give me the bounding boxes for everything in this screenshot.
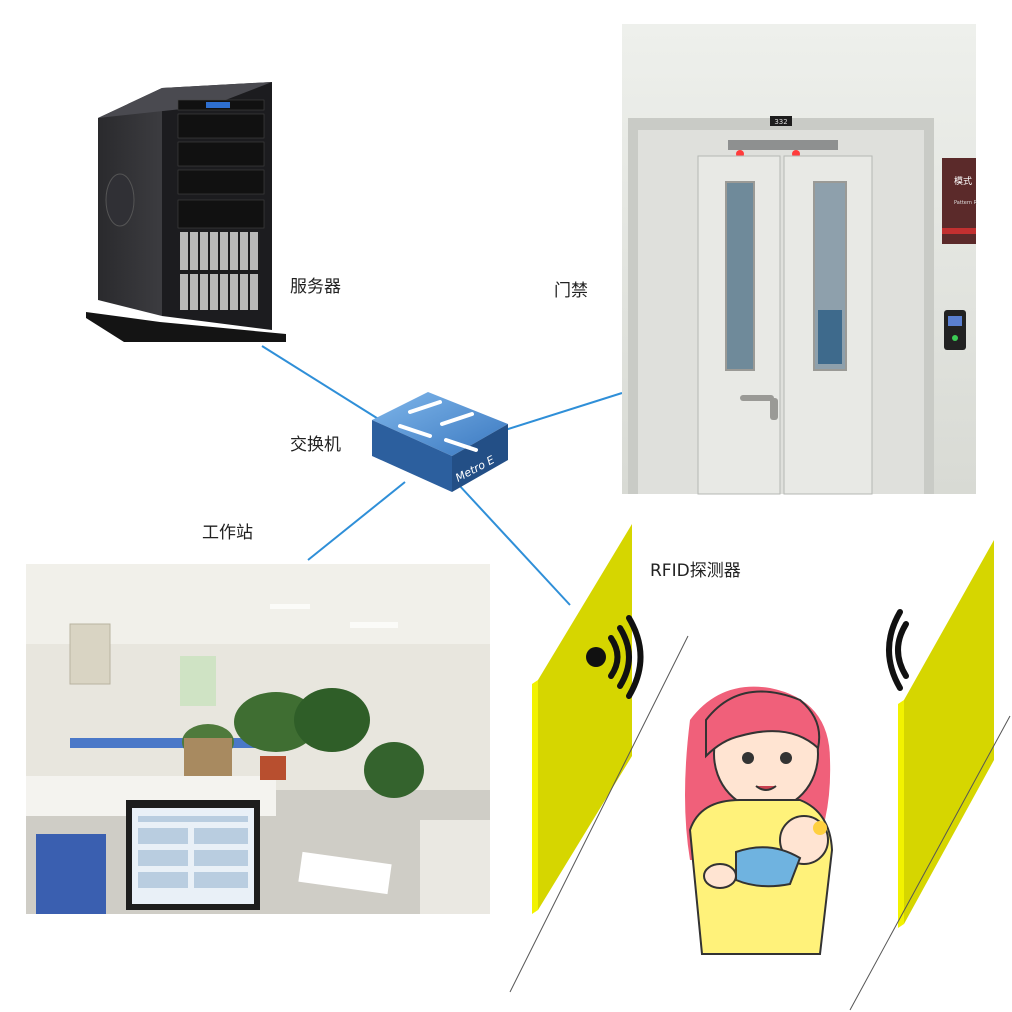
door-photo: 332 模式 Pattern R [622, 24, 978, 495]
mother-baby-illustration [685, 686, 834, 955]
rfid-right-panel [886, 540, 994, 928]
label-switch: 交换机 [290, 435, 341, 455]
label-server: 服务器 [290, 277, 341, 297]
workstation-photo [26, 564, 490, 914]
server-tower [86, 82, 286, 342]
door-sign-subtext: Pattern R [954, 200, 978, 206]
door-sign-text: 模式 [954, 175, 972, 187]
link-switch-rfid [457, 483, 571, 606]
floor-lines [509, 635, 1011, 1011]
label-rfid: RFID探测器 [650, 561, 741, 581]
label-workstation: 工作站 [202, 523, 253, 543]
label-door: 门禁 [554, 281, 588, 301]
link-server-switch [261, 345, 381, 421]
link-switch-door [504, 392, 623, 431]
link-switch-workstation [307, 481, 406, 561]
door-room-number: 332 [774, 118, 787, 126]
rfid-left-panel [532, 524, 644, 914]
network-switch: Metro E [372, 392, 508, 492]
network-links [261, 345, 623, 606]
